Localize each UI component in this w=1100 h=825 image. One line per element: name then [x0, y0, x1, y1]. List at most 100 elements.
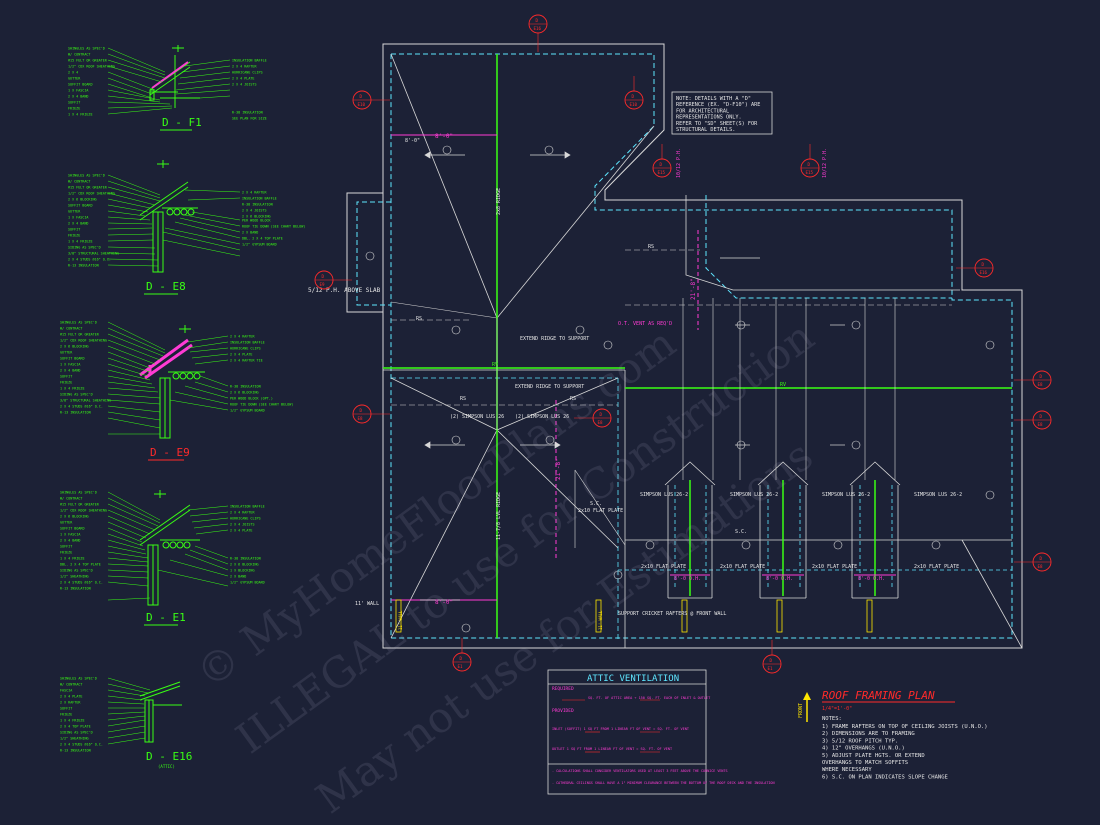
callout-bottom: E16 — [980, 270, 988, 275]
detail-label-left: 2 X 4 STUDS @16" O.C. — [60, 405, 103, 409]
dim-vert-2: 21'-8" — [690, 278, 697, 300]
label-wall1: 11' WALL — [355, 601, 379, 607]
detail-label-left: 1/2" CDX ROOF SHEATHING — [60, 509, 107, 513]
detail-label-right: ROOF TIE DOWN (SEE CHART BELOW) — [242, 225, 305, 229]
detail-label-right: 2 X 6 BLOCKING — [230, 563, 259, 567]
label-plate1: 2x10 FLAT PLATE — [578, 508, 623, 514]
detail-label-left: #15 FELT OR GREATER — [60, 503, 100, 507]
label-extend1: EXTEND RIDGE TO SUPPORT — [520, 336, 589, 342]
label-simpsonA: SIMPSON LUS 26-2 — [640, 492, 688, 498]
detail-label-left: 1 X FASCIA — [68, 89, 88, 93]
detail-label-left: 1 X FASCIA — [68, 216, 88, 220]
detail-label-left: W/ CONTRACT — [60, 327, 82, 331]
detail-label-left: SHINGLES AS SPEC'D — [60, 491, 97, 495]
detail-label-right: 1/2" GYPSUM BOARD — [242, 243, 277, 247]
detail-label-right: 2 X 4 JOISTS — [230, 523, 255, 527]
detail-label-left: 2 X 6 BLOCKING — [60, 515, 89, 519]
label-dim1: 8'-0" — [405, 138, 420, 144]
detail-label-left: SIDING AS SPEC'D — [60, 731, 93, 735]
label-simpsonC: SIMPSON LUS 26-2 — [822, 492, 870, 498]
callout-bottom: E15 — [806, 170, 814, 175]
notes-heading: NOTES: — [822, 716, 842, 722]
detail-label-left: SOFFIT — [60, 545, 72, 549]
label-plate2: 2x10 FLAT PLATE — [720, 564, 765, 570]
attic-note2: - CATHEDRAL CEILINGS SHALL HAVE A 1" MIN… — [552, 781, 775, 785]
detail-label-left: SOFFIT — [60, 707, 72, 711]
detail-label-left: 2 X 6 BLOCKING — [68, 198, 97, 202]
note-line: REFERENCE (EX. "D-F10") ARE — [676, 102, 760, 108]
label-fh1: 10/12 P.H. — [676, 148, 682, 178]
detail-label-left: R-13 INSULATION — [60, 411, 91, 415]
label-support: SUPPORT CRICKET RAFTERS @ FRONT WALL — [618, 611, 726, 617]
callout-top: D — [632, 94, 635, 99]
callout-marker: DE9 — [314, 270, 352, 290]
detail-label-right: 2 X 4 RAFTER — [232, 65, 257, 69]
detail-label-left: SOFFIT BOARD — [68, 204, 93, 208]
detail-label-left: 2 X 4 PLATE — [60, 695, 82, 699]
detail-label-right: INSULATION BAFFLE — [230, 341, 265, 345]
detail-label-left: 1 X 4 FRIEZE — [60, 557, 85, 561]
detail-label-left: SIDING AS SPEC'D — [60, 569, 93, 573]
plan-markers — [365, 145, 995, 633]
detail-label-left: GUTTER — [60, 351, 73, 355]
detail-label-right: INSULATION BAFFLE — [232, 59, 267, 63]
label-simpsonB: SIMPSON LUS 26-2 — [730, 492, 778, 498]
detail-d-e8-labels: SHINGLES AS SPEC'DW/ CONTRACT#15 FELT OR… — [68, 174, 305, 268]
detail-label-right: R-38 INSULATION — [232, 111, 263, 115]
detail-label-left: 1 X 4 FRIEZE — [60, 719, 85, 723]
detail-label-left: R-13 INSULATION — [60, 749, 91, 753]
callout-bottom: E8 — [358, 416, 364, 421]
callout-marker: DE8 — [1014, 552, 1052, 572]
detail-label-right: 2 X 6 BLOCKING — [230, 391, 259, 395]
label-oh3: 8'-0 O.H. — [858, 576, 885, 582]
detail-d-e1: SHINGLES AS SPEC'D W/ CONTRACT #15 FELT OR… — [60, 490, 265, 626]
callout-bottom: E16 — [534, 26, 542, 31]
detail-label-left: FRIEZE — [68, 234, 80, 238]
detail-label-right: 2 X 4 PLATE — [230, 529, 252, 533]
detail-label-left: SOFFIT BOARD — [68, 83, 93, 87]
label-slab: 5/12 P.H. ABOVE SLAB — [308, 287, 381, 294]
detail-label-right: R-38 INSULATION — [230, 385, 261, 389]
detail-label-left: 1 X 4 FRIEZE — [68, 113, 93, 117]
detail-label-left: #15 FELT OR GREATER — [68, 186, 108, 190]
callout-bottom: E1 — [458, 664, 464, 669]
callout-top: D — [360, 408, 363, 413]
attic-ventilation-table: ATTIC VENTILATION REQUIRED SQ. FT. OF AT… — [547, 669, 775, 795]
callout-top: D — [1040, 374, 1043, 379]
detail-label-left: 2 X 4 BAND — [68, 222, 88, 226]
label-rv2: RV — [780, 382, 786, 388]
detail-d-e9-labels: SHINGLES AS SPEC'DW/ CONTRACT#15 FELT OR… — [60, 321, 293, 415]
detail-label-left: SOFFIT — [60, 375, 72, 379]
detail-label-left: R-13 INSULATION — [68, 264, 99, 268]
callout-marker: DE1 — [452, 638, 472, 672]
label-fh2: 10/12 P.H. — [822, 148, 828, 178]
plan-note: WHERE NECESSARY — [822, 767, 872, 773]
detail-label-left: SHINGLES AS SPEC'D — [68, 174, 105, 178]
label-simpson1: (2) SIMPSON LUS 26 — [450, 414, 504, 420]
detail-d-e8-title: D - E8 — [146, 280, 186, 293]
detail-label-right: 2 X 4 PLATE — [232, 77, 254, 81]
detail-d-e9-title: D - E9 — [150, 446, 190, 459]
detail-label-right: 2 X 4 RAFTER — [230, 511, 255, 515]
detail-label-right: ROOF TIE DOWN (SEE CHART BELOW) — [230, 403, 293, 407]
detail-label-right: 2 X 4 RAFTER — [242, 191, 267, 195]
callout-bottom: E8 — [598, 420, 604, 425]
plan-note: 1) FRAME RAFTERS ON TOP OF CEILING JOIST… — [822, 724, 988, 730]
callout-top: D — [808, 162, 811, 167]
callout-marker: DE8 — [1014, 410, 1052, 430]
detail-label-right: 1 X BLOCKING — [230, 569, 255, 573]
label-oh2: 8'-0 O.H. — [766, 576, 793, 582]
detail-label-left: 1 X 4 FRIEZE — [68, 240, 93, 244]
detail-label-left: 1/2" CDX ROOF SHEATHING — [68, 192, 115, 196]
attic-req-line: SQ. FT. OF ATTIC AREA ÷ 150 SQ. FT. EACH… — [588, 696, 711, 700]
note-line: REFER TO "SD" SHEET(S) FOR — [676, 121, 758, 127]
detail-label-left: SHINGLES AS SPEC'D — [68, 47, 105, 51]
callout-bottom: E8 — [1038, 382, 1044, 387]
label-ridge2: 11-7/8 LVL RIDGE — [496, 492, 502, 540]
detail-label-left: 2 X 4 STUDS @16" O.C. — [68, 258, 111, 262]
detail-label-left: FRIEZE — [60, 551, 72, 555]
detail-label-left: W/ CONTRACT — [60, 497, 82, 501]
label-rs2: RS — [570, 396, 576, 402]
detail-label-left: SHINGLES AS SPEC'D — [60, 321, 97, 325]
